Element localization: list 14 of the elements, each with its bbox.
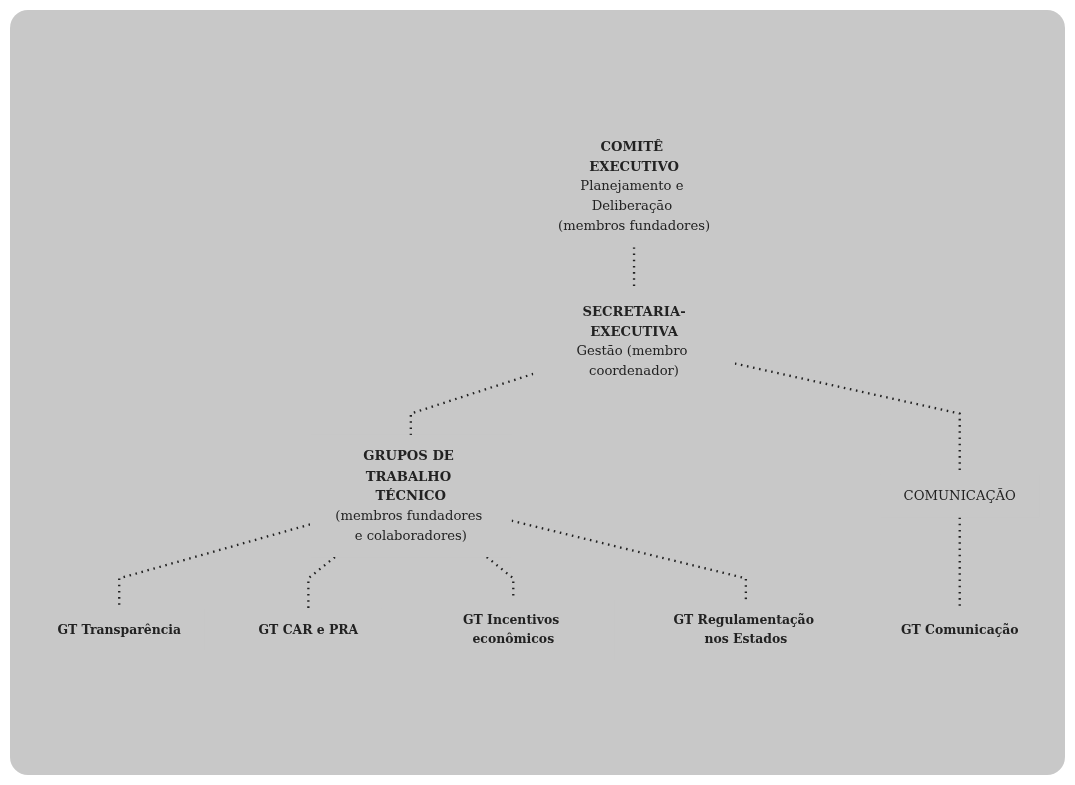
- node-text: COMITÊ EXECUTIVO Planejamento e Deliberação (membros fundadores): [557, 138, 710, 233]
- node-text: SECRETARIA-EXECUTIVA Gestão (membro coordenador): [575, 302, 687, 378]
- node-text: GT Regulamentação nos Estados: [672, 612, 814, 646]
- connector: [306, 555, 336, 609]
- connector: [958, 517, 961, 609]
- node-text: GT Incentivos econômicos: [462, 612, 559, 646]
- node-text: GRUPOS DE TRABALHO TÉCNICO (membros fundadores e colaboradores): [334, 447, 482, 543]
- connector: [409, 372, 534, 435]
- node-text: GT Transparência: [56, 621, 181, 637]
- node-text: COMUNICAÇÃO: [903, 487, 1016, 503]
- panel-background: COMITÊ EXECUTIVO Planejamento e Deliberação (membros fundadores) SECRETARIA-EXECUTIVA Gestão (membro coordenador) GRUPOS DE TRABALHO TÉCNICO (membros fundadores e colaboradores) COMUNICAÇÃO GT Transparência GT CAR e PRA GT Incentivos econômicos GT Regulamentação nos Estados GT Comunicação: [10, 10, 1065, 775]
- node-text: GT CAR e PRA: [258, 621, 358, 637]
- node-text: GT Comunicação: [900, 621, 1019, 637]
- connector: [510, 519, 747, 600]
